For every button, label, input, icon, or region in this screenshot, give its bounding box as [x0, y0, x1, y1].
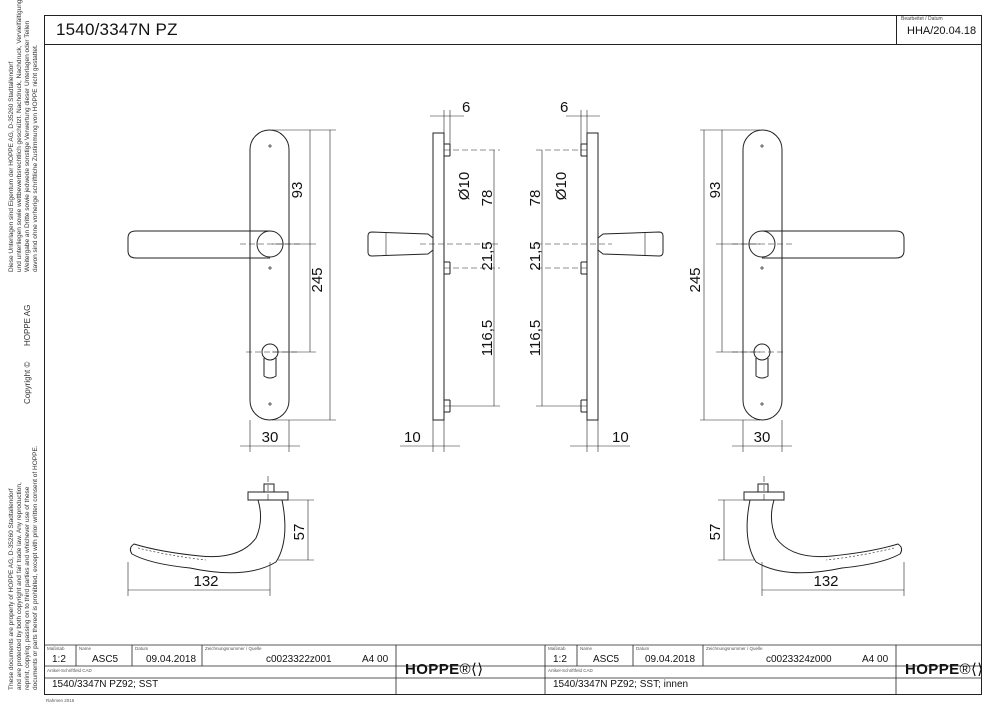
- dim-93-right: 93: [707, 182, 724, 199]
- frame-footer: Rahmen 2016: [46, 698, 75, 703]
- dim-dia10-right: Ø10: [553, 172, 570, 200]
- dim-116-5-right: 116,5: [527, 320, 544, 356]
- tb2-article-label: Artikel-Schriftfeld CAD: [548, 668, 593, 673]
- dim-6-left: 6: [462, 99, 470, 116]
- dim-10-left: 10: [404, 429, 421, 446]
- drawing-title: 1540/3347N PZ: [56, 20, 178, 39]
- tb1-name: ASC5: [92, 654, 119, 665]
- tb2-date: 09.04.2018: [645, 654, 696, 665]
- right-front-view: [700, 129, 905, 452]
- logo-mark-icon: ®⟨⟩: [959, 661, 984, 678]
- revision-value: HHA/20.04.18: [907, 25, 977, 37]
- dim-21-5-left: 21,5: [479, 241, 496, 270]
- left-side-view: [367, 110, 500, 452]
- dim-10-right: 10: [612, 429, 629, 446]
- tb2-date-label: Datum: [636, 646, 650, 651]
- tb1-drawing-label: Zeichnungsnummer / Quelle: [205, 646, 262, 651]
- tb2-scale: 1:2: [553, 654, 567, 665]
- tb2-name: ASC5: [593, 654, 620, 665]
- dim-dia10-left: Ø10: [456, 172, 473, 200]
- left-top-view: [127, 476, 314, 596]
- right-side-view: [536, 110, 664, 452]
- dim-245-left: 245: [309, 267, 326, 292]
- dim-93-left: 93: [289, 182, 306, 199]
- tb1-name-label: Name: [79, 646, 92, 651]
- tb2-drawing-number: c0023324z000: [766, 654, 832, 665]
- tb1-logo-text: HOPPE: [405, 661, 460, 678]
- revision-label: Bearbeitet / Datum: [901, 16, 943, 22]
- dim-57-right: 57: [707, 524, 724, 541]
- tb2-drawing-label: Zeichnungsnummer / Quelle: [706, 646, 763, 651]
- tb2-scale-label: Maßstab: [548, 646, 566, 651]
- drawing-frame: [44, 15, 982, 695]
- dim-78-left: 78: [479, 190, 496, 207]
- dim-132-left: 132: [193, 573, 218, 590]
- tb1-drawing-number: c0023322z001: [266, 654, 332, 665]
- dim-116-5-left: 116,5: [479, 320, 496, 356]
- dim-78-right: 78: [527, 190, 544, 207]
- dim-30-right: 30: [754, 429, 771, 446]
- tb2-hoppe-logo: HOPPE®⟨⟩: [905, 660, 983, 678]
- tb1-article: 1540/3347N PZ92; SST: [52, 679, 159, 690]
- tb1-article-label: Artikel-Schriftfeld CAD: [47, 668, 92, 673]
- tb1-format: A4 00: [362, 654, 389, 665]
- tb1-date: 09.04.2018: [146, 654, 197, 665]
- title-block-grid: [44, 644, 982, 695]
- revision-box: Bearbeitet / Datum HHA/20.04.18: [896, 15, 982, 44]
- dim-57-left: 57: [291, 524, 308, 541]
- tb1-hoppe-logo: HOPPE®⟨⟩: [405, 660, 483, 678]
- dim-6-right: 6: [560, 99, 568, 116]
- tb1-scale-label: Maßstab: [47, 646, 65, 651]
- dim-30-left: 30: [262, 429, 279, 446]
- right-top-view: [718, 476, 905, 596]
- dim-245-right: 245: [687, 267, 704, 292]
- left-front-view: [127, 129, 336, 452]
- tb2-name-label: Name: [580, 646, 593, 651]
- tb2-article: 1540/3347N PZ92; SST; innen: [553, 679, 689, 690]
- dim-132-right: 132: [813, 573, 838, 590]
- tb1-date-label: Datum: [135, 646, 149, 651]
- logo-mark-icon: ®⟨⟩: [459, 661, 484, 678]
- dim-21-5-right: 21,5: [527, 241, 544, 270]
- header-separator: [44, 44, 982, 45]
- tb2-format: A4 00: [862, 654, 889, 665]
- tb1-scale: 1:2: [52, 654, 66, 665]
- tb2-logo-text: HOPPE: [905, 661, 960, 678]
